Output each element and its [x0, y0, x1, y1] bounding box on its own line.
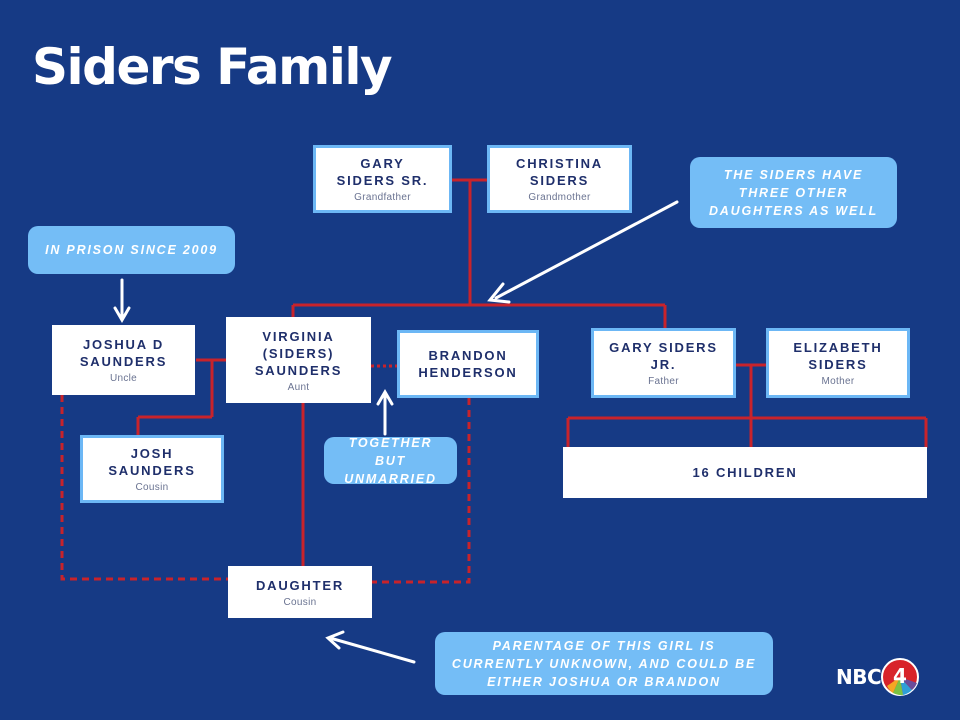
person-role: Grandfather [354, 192, 411, 203]
person-joshua-d-saunders: JOSHUA D SAUNDERS Uncle [52, 325, 195, 395]
nbc4-logo: NBC 4 [836, 657, 921, 697]
nbc-peacock-icon: 4 [881, 658, 920, 696]
person-role: Cousin [283, 596, 317, 608]
arrow-three-daughters [494, 200, 679, 300]
person-name: DAUGHTER [255, 577, 345, 593]
nbc-logo-numeral: 4 [893, 664, 907, 688]
person-josh-saunders: JOSH SAUNDERS Cousin [80, 435, 224, 503]
person-name: GARY SIDERS JR. [609, 340, 718, 372]
person-name: JOSH SAUNDERS [108, 446, 196, 478]
person-brandon-henderson: BRANDON HENDERSON [397, 330, 539, 398]
arrow-together-head [376, 389, 394, 406]
person-role: Uncle [109, 373, 138, 384]
group-name: 16 CHILDREN [692, 465, 798, 480]
person-role: Aunt [287, 381, 310, 393]
person-elizabeth-siders: ELIZABETH SIDERS Mother [766, 328, 910, 398]
note-three-daughters: THE SIDERS HAVE THREE OTHER DAUGHTERS AS… [690, 157, 897, 228]
person-gary-siders-jr: GARY SIDERS JR. Father [591, 328, 736, 398]
person-role: Grandmother [528, 192, 591, 203]
person-virginia-siders-saunders: VIRGINIA (SIDERS) SAUNDERS Aunt [226, 317, 371, 403]
page-title: Siders Family [32, 38, 393, 96]
note-parentage-unknown: PARENTAGE OF THIS GIRL IS CURRENTLY UNKN… [435, 632, 773, 695]
brandon-daughter-dashed-line [372, 398, 471, 584]
person-name: GARY SIDERS SR. [336, 156, 429, 188]
nbc-logo-text: NBC [836, 665, 882, 689]
arrow-prison-head [113, 306, 131, 323]
note-together-unmarried: TOGETHER BUT UNMARRIED [324, 436, 457, 486]
person-role: Mother [821, 376, 855, 387]
person-christina-siders: CHRISTINA SIDERS Grandmother [487, 145, 632, 213]
note-in-prison: IN PRISON SINCE 2009 [28, 226, 235, 274]
person-name: VIRGINIA (SIDERS) SAUNDERS [254, 328, 343, 378]
person-name: JOSHUA D SAUNDERS [79, 337, 168, 369]
person-name: ELIZABETH SIDERS [793, 340, 883, 372]
person-gary-siders-sr: GARY SIDERS SR. Grandfather [313, 145, 452, 213]
person-name: BRANDON HENDERSON [418, 348, 518, 380]
person-name: CHRISTINA SIDERS [516, 156, 603, 188]
joshua-daughter-dashed-line [60, 395, 228, 581]
person-role: Cousin [135, 482, 169, 493]
arrow-three-daughters-head [487, 282, 511, 304]
arrow-parentage-head [325, 630, 345, 650]
person-role: Father [648, 376, 679, 387]
arrow-parentage [328, 636, 416, 664]
group-16-children: 16 CHILDREN [563, 447, 927, 498]
person-daughter: DAUGHTER Cousin [228, 566, 372, 618]
